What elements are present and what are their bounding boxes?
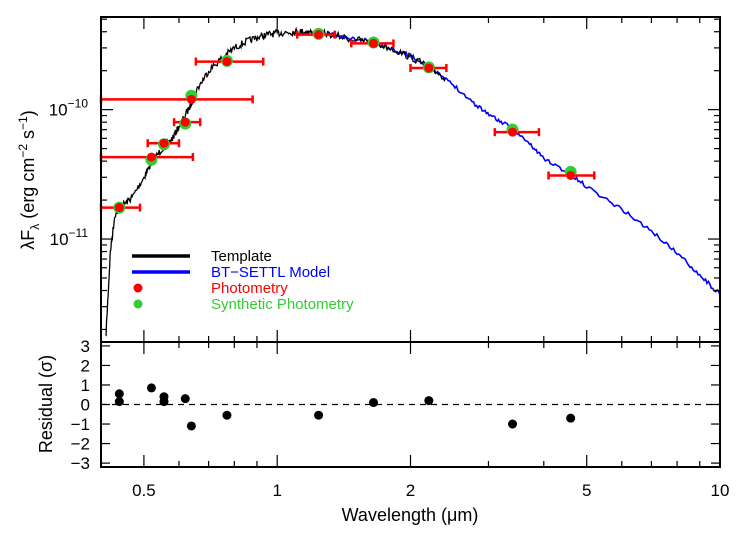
residual-plot-frame	[100, 341, 721, 468]
residual-y-tick-label: 2	[81, 356, 90, 375]
photometry-point	[180, 117, 190, 127]
residual-y-tick-label: −2	[71, 435, 90, 454]
residual-point	[146, 383, 156, 393]
residual-point	[508, 419, 518, 429]
legend-label: Template	[211, 248, 272, 265]
residual-point	[314, 410, 324, 420]
x-tick-label: 5	[582, 481, 591, 500]
photometry-point	[159, 138, 169, 148]
bt-settl-model-line	[327, 31, 721, 296]
x-tick-label: 0.5	[132, 481, 156, 500]
residual-y-tick-label: 3	[81, 337, 90, 356]
photometry-point	[314, 30, 324, 40]
residual-point	[424, 396, 434, 406]
residual-y-tick-label: 1	[81, 376, 90, 395]
residual-point	[222, 410, 232, 420]
y-tick-label: 10−10	[49, 97, 89, 120]
residual-point	[180, 394, 190, 404]
photometry-point	[369, 38, 379, 48]
sed-ticks: 10−10 10−11	[49, 17, 721, 342]
legend-swatch-dot	[133, 283, 143, 293]
sed-y-axis-label: λFλ (erg cm−2 s−1)	[16, 110, 42, 249]
residual-data-layer	[101, 383, 720, 431]
photometry-point	[566, 170, 576, 180]
photometry-point	[186, 94, 196, 104]
legend-swatch-dot	[133, 299, 143, 309]
sed-data-layer	[99, 26, 721, 337]
x-tick-label: 1	[272, 481, 281, 500]
residual-point	[369, 398, 379, 408]
residual-point	[186, 421, 196, 431]
residual-y-tick-label: 0	[81, 396, 90, 415]
x-tick-label: 10	[711, 481, 730, 500]
legend-label: BT−SETTL Model	[211, 264, 330, 281]
residual-point	[159, 397, 169, 407]
photometry-point	[424, 63, 434, 73]
residual-y-tick-label: −3	[71, 454, 90, 473]
residual-point	[566, 413, 576, 423]
residual-point	[114, 389, 124, 399]
photometry-point	[114, 203, 124, 213]
residual-y-axis-label: Residual (σ)	[36, 355, 56, 453]
residual-y-tick-label: −1	[71, 415, 90, 434]
photometry-point	[222, 57, 232, 67]
x-tick-label: 2	[406, 481, 415, 500]
residual-point	[114, 397, 124, 407]
y-tick-label: 10−11	[50, 226, 89, 249]
photometry-point	[508, 127, 518, 137]
x-axis-label: Wavelength (μm)	[342, 505, 479, 525]
legend-label: Photometry	[211, 280, 288, 297]
photometry-point	[146, 152, 156, 162]
legend-label: Synthetic Photometry	[211, 296, 354, 313]
